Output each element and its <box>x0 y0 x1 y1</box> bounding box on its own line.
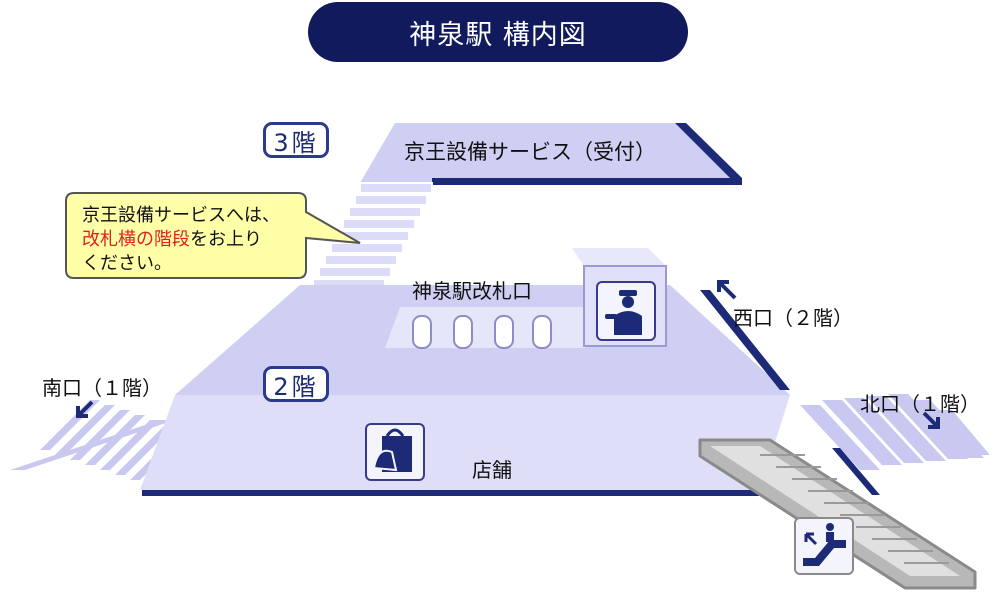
shop-label: 店舗 <box>472 458 512 482</box>
floor2-badge: 2階 <box>263 366 329 402</box>
escalator-icon <box>803 523 846 566</box>
floor2-base <box>142 490 762 496</box>
floor3-edge <box>675 123 742 183</box>
service-label: 京王設備サービス（受付） <box>404 140 656 164</box>
west-exit-arrow-icon <box>717 280 737 300</box>
shopping-bag-icon <box>372 428 412 472</box>
station-staff-icon <box>605 290 642 335</box>
callout-highlight: 改札横の階段 <box>82 229 190 250</box>
callout-text: 京王設備サービスへは、 改札横の階段をお上り ください。 <box>82 204 312 276</box>
floor3-platform <box>360 123 735 183</box>
south-exit-label: 南口（１階） <box>42 376 162 400</box>
floor3-badge: 3階 <box>263 122 329 158</box>
staff-booth-top <box>572 248 666 266</box>
callout-line2: 改札横の階段をお上り <box>82 228 312 252</box>
west-exit-label: 西口（２階） <box>733 306 853 330</box>
callout-line3: ください。 <box>82 253 172 274</box>
ticket-gate-label: 神泉駅改札口 <box>412 279 532 303</box>
north-exit-arrow-icon <box>922 411 940 429</box>
page-title: 神泉駅 構内図 <box>308 2 688 62</box>
callout-line2-rest: をお上り <box>190 229 262 250</box>
floor2-edge-right <box>700 290 790 390</box>
south-exit-arrow-icon <box>76 400 94 418</box>
north-exit-label: 北口（１階） <box>860 392 980 416</box>
ticket-gates <box>412 315 552 349</box>
callout-line1: 京王設備サービスへは、 <box>82 205 280 226</box>
north-edge <box>832 448 880 495</box>
callout-bubble <box>65 192 361 279</box>
floor2-front <box>140 395 790 490</box>
escalator <box>698 438 977 590</box>
floor3-base <box>432 178 742 185</box>
